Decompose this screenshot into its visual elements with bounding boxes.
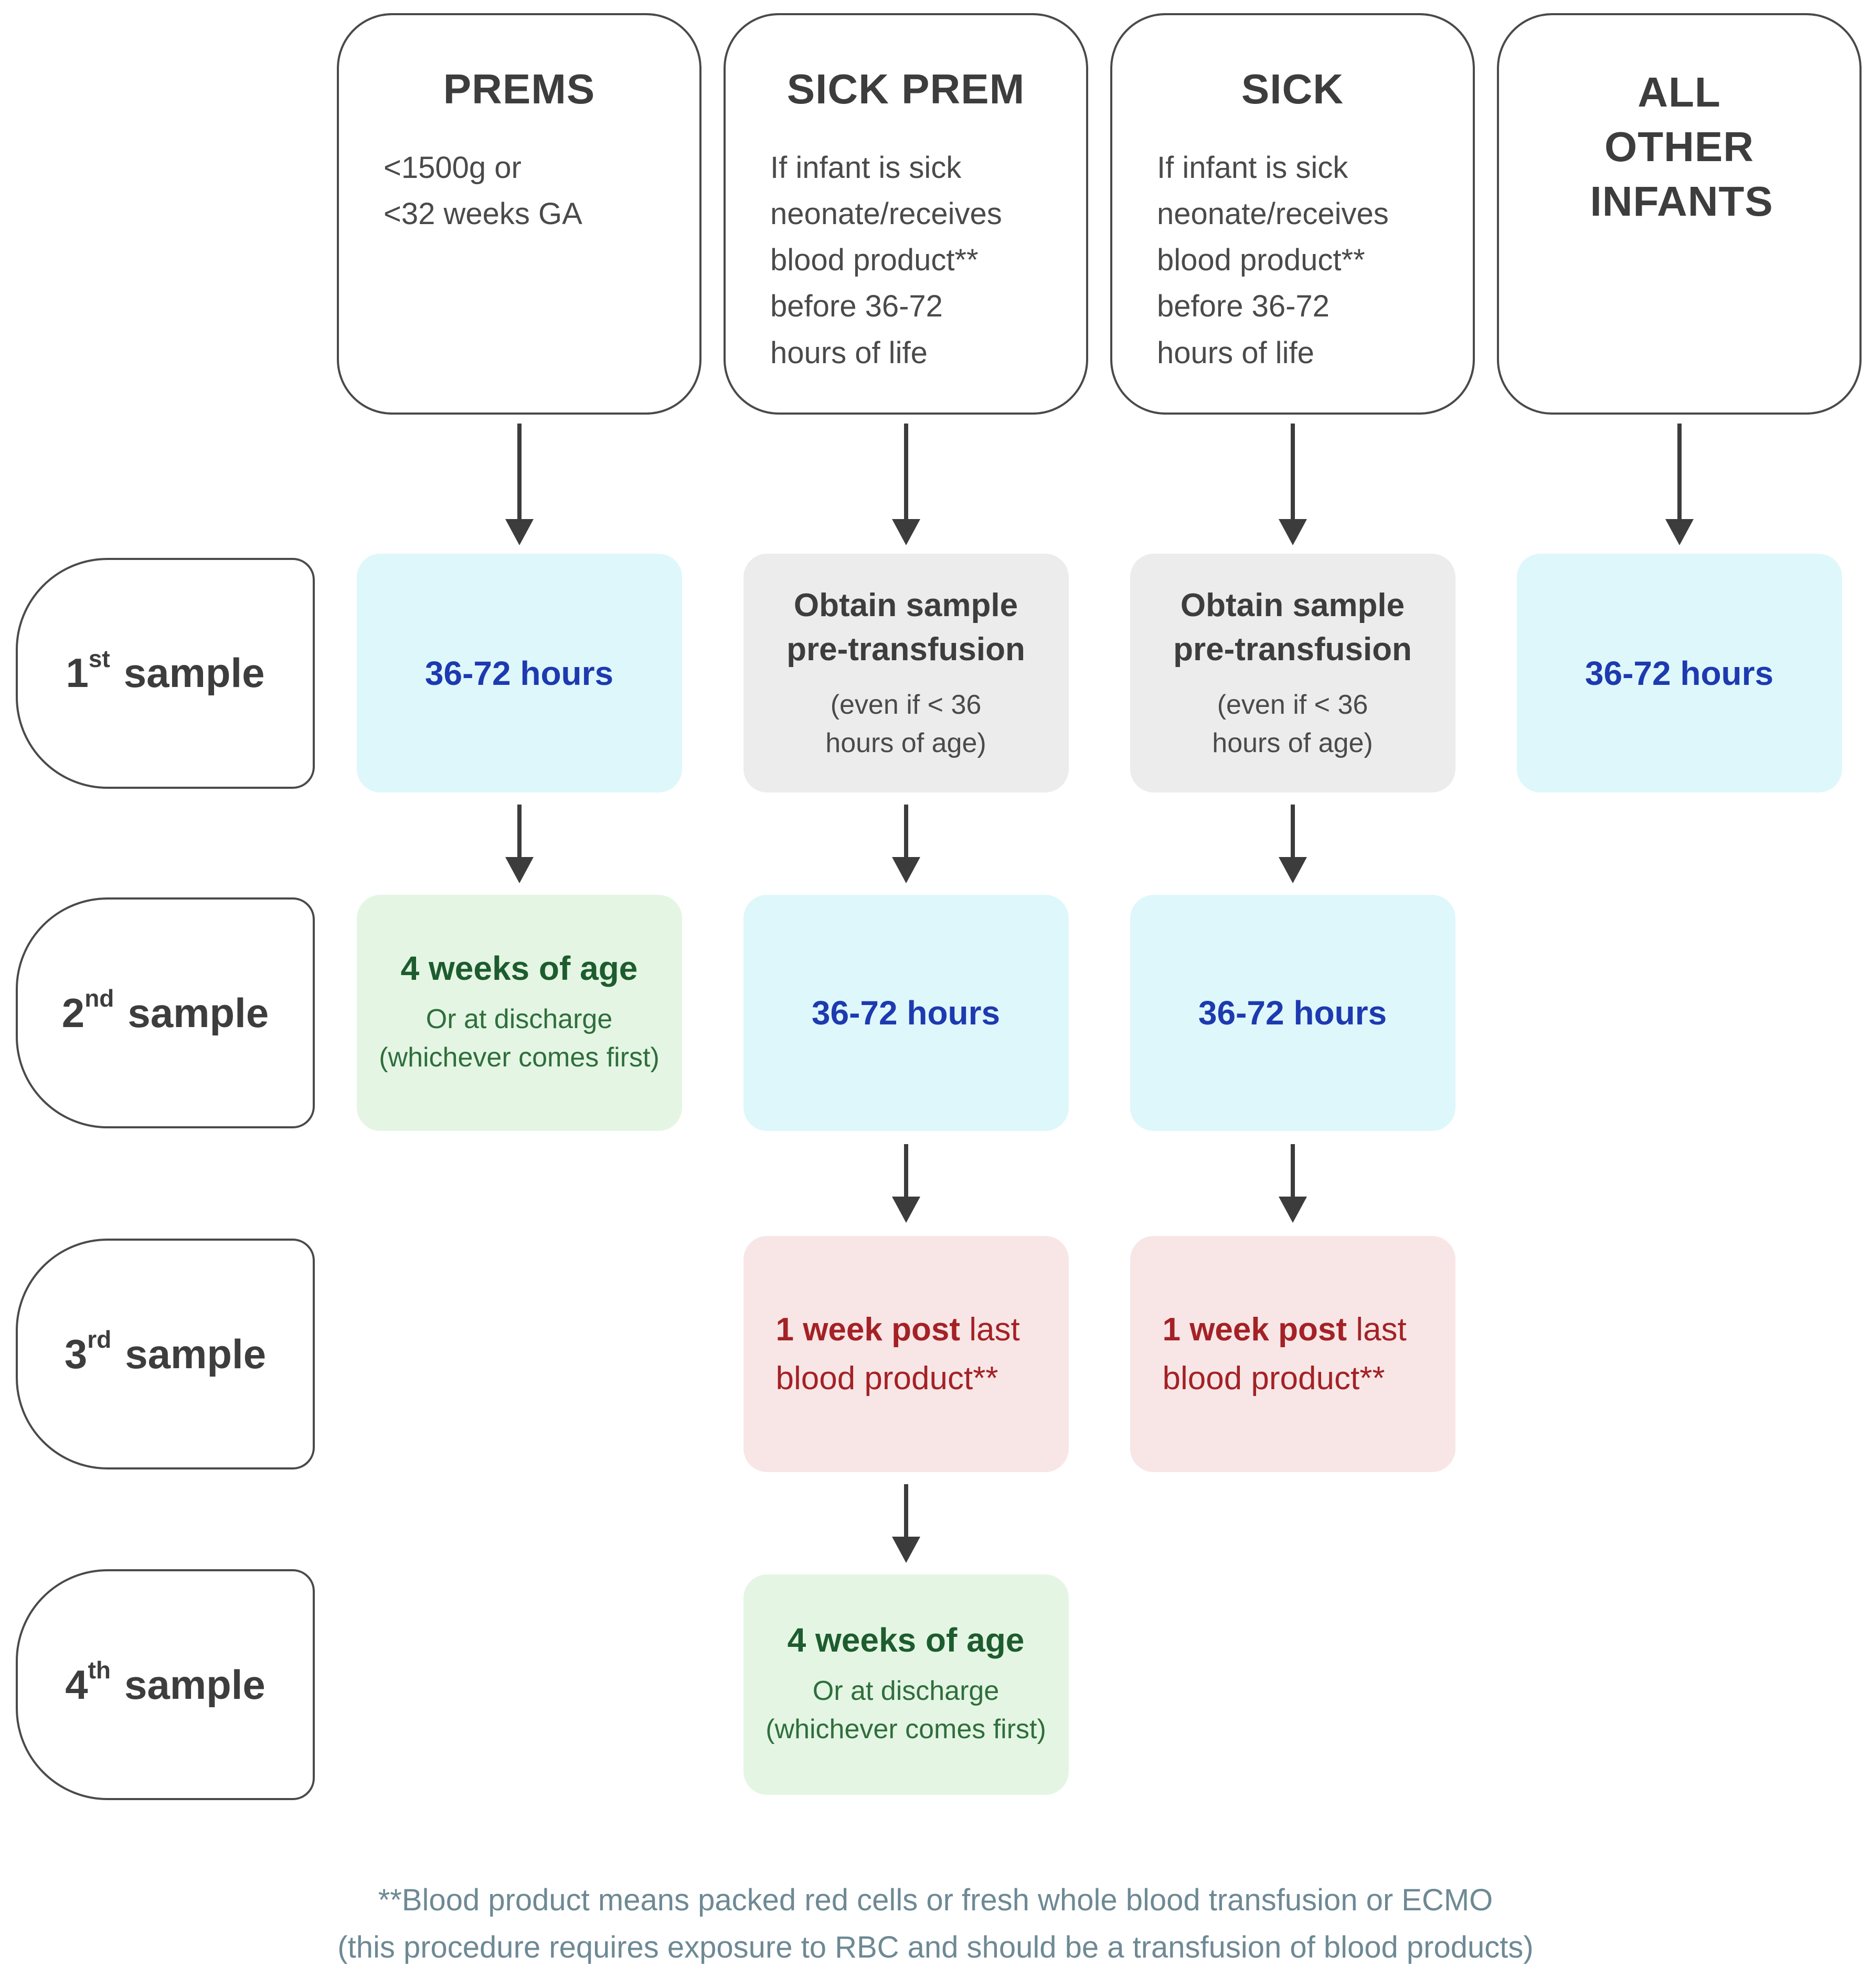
timing-text: 36-72 hours [1585,654,1774,692]
ordinal: 4 [65,1661,88,1708]
column-description: If infant is sick neonate/receives blood… [1157,151,1389,370]
label-word: sample [123,650,265,696]
cell-sick-2nd-sample: 36-72 hours [1130,895,1455,1131]
column-header-sick-prem: SICK PREM If infant is sick neonate/rece… [724,13,1088,415]
footnote-line-2: (this procedure requires exposure to RBC… [337,1930,1534,1965]
down-arrow-icon [505,423,534,545]
ordinal: 2 [61,989,85,1036]
timing-text: 36-72 hours [1198,994,1387,1032]
cell-note: Or at discharge (whichever comes first) [766,1676,1046,1744]
cell-text-bold: 1 week post [775,1312,960,1348]
cell-text: 1 week post last blood product** [776,1305,1036,1403]
down-arrow-icon [1665,423,1694,545]
timing-text: 36-72 hours [424,654,614,692]
cell-sick-prem-4th-sample: 4 weeks of age Or at discharge (whicheve… [743,1574,1069,1795]
cell-all-other-infants-1st-sample: 36-72 hours [1516,554,1842,792]
ordinal-suffix: rd [87,1326,112,1353]
cell-text-bold: 1 week post [1162,1312,1347,1348]
cell-note: (even if < 36 hours of age) [825,690,986,759]
cell-text-rest: last blood product** [1162,1312,1407,1397]
column-description: <1500g or <32 weeks GA [384,151,582,231]
label-word: sample [124,1661,265,1708]
flowchart-grid: PREMS <1500g or <32 weeks GA SICK PREM I… [16,13,1862,1800]
down-arrow-icon [891,423,920,545]
column-header-all-other-infants: ALL OTHER INFANTS [1497,13,1862,415]
column-title: SICK [1241,66,1344,112]
cell-sick-prem-1st-sample: Obtain sample pre-transfusion (even if <… [743,554,1069,792]
ordinal-suffix: th [88,1656,111,1684]
ordinal: 3 [64,1330,88,1377]
cell-note: Or at discharge (whichever comes first) [379,1004,660,1073]
timing-text: 36-72 hours [811,994,1001,1032]
down-arrow-icon [1278,423,1307,545]
cell-sick-prem-3rd-sample: 1 week post last blood product** [743,1236,1069,1472]
cell-prems-1st-sample: 36-72 hours [356,554,682,792]
down-arrow-icon [1278,804,1307,883]
down-arrow-icon [891,804,920,883]
cell-title: Obtain sample pre-transfusion [1173,587,1412,668]
cell-title: 4 weeks of age [787,1621,1025,1659]
cell-sick-3rd-sample: 1 week post last blood product** [1130,1236,1455,1472]
label-word: sample [127,989,269,1036]
cell-text-rest: last blood product** [775,1312,1020,1397]
cell-title: 4 weeks of age [400,949,638,988]
cell-sick-prem-2nd-sample: 36-72 hours [743,895,1069,1131]
ordinal-suffix: nd [84,985,114,1012]
footnote: **Blood product means packed red cells o… [0,1877,1871,1971]
cell-text: 1 week post last blood product** [1163,1305,1423,1403]
column-title: ALL OTHER INFANTS [1590,69,1773,225]
ordinal-suffix: st [88,644,110,672]
label-word: sample [125,1330,267,1377]
footnote-line-1: **Blood product means packed red cells o… [378,1883,1493,1918]
cell-sick-1st-sample: Obtain sample pre-transfusion (even if <… [1130,554,1455,792]
down-arrow-icon [1278,1144,1307,1223]
column-header-sick: SICK If infant is sick neonate/receives … [1110,13,1475,415]
down-arrow-icon [891,1484,920,1563]
column-description: If infant is sick neonate/receives blood… [770,151,1002,370]
cell-prems-2nd-sample: 4 weeks of age Or at discharge (whicheve… [356,895,682,1131]
column-title: SICK PREM [786,66,1025,112]
down-arrow-icon [505,804,534,883]
column-title: PREMS [443,66,596,112]
column-header-prems: PREMS <1500g or <32 weeks GA [337,13,701,415]
cell-note: (even if < 36 hours of age) [1212,690,1373,759]
ordinal: 1 [66,650,89,696]
cell-title: Obtain sample pre-transfusion [786,587,1025,668]
down-arrow-icon [891,1144,920,1223]
